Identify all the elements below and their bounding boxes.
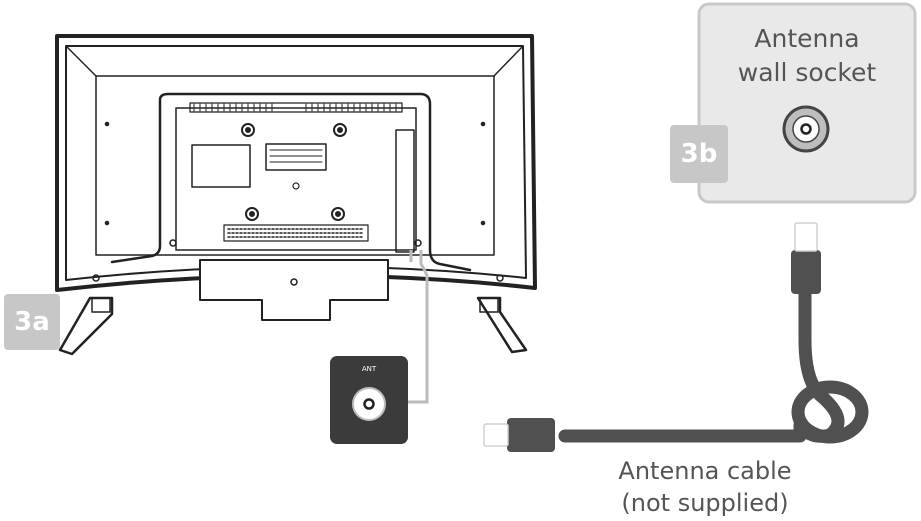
wall-socket-label-line2: wall socket: [737, 58, 877, 87]
wall-socket-panel: [697, 2, 917, 204]
cable-coil: [791, 380, 869, 444]
cable-label-line1: Antenna cable: [618, 457, 792, 485]
cable-top-plug: [791, 222, 821, 294]
cable-left-plug: [483, 418, 555, 452]
ant-port-connector: [352, 387, 386, 421]
wall-socket-label-line1: Antenna: [754, 24, 860, 53]
wall-socket-connector: [782, 105, 830, 153]
cable-label-line2: (not supplied): [621, 489, 789, 517]
step-badge-3b: 3b: [670, 125, 728, 183]
step-badge-3a: 3a: [4, 294, 60, 350]
ant-callout-line: [392, 250, 429, 404]
ant-port-label: ANT: [361, 365, 377, 373]
tv-rear-view: [55, 34, 537, 356]
